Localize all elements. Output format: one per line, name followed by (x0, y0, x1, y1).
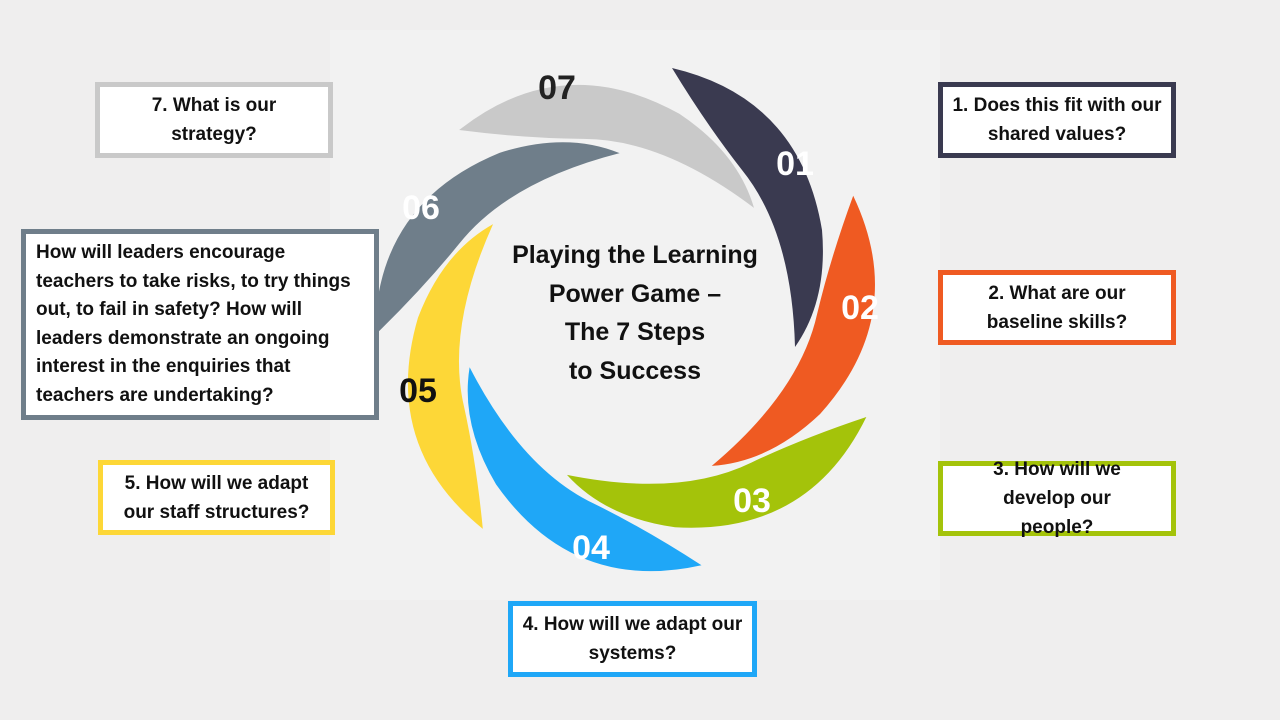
step-number-06: 06 (402, 189, 440, 227)
diagram-title: Playing the Learning Power Game – The 7 … (480, 236, 790, 390)
step-number-07: 07 (538, 69, 576, 107)
step-1-question: 1. Does this fit with our shared values? (952, 95, 1162, 145)
step-3-box: 3. How will we develop our people? (938, 459, 1176, 538)
step-6-box: How will leaders encourage teachers to t… (21, 229, 379, 420)
step-number-01: 01 (776, 145, 814, 183)
step-5-box: 5. How will we adapt our staff structure… (98, 460, 335, 535)
step-5-question: 5. How will we adapt our staff structure… (123, 472, 310, 523)
step-number-03: 03 (733, 482, 771, 520)
step-number-04: 04 (572, 529, 610, 567)
step-6-question: How will leaders encourage teachers to t… (36, 242, 351, 406)
step-4-question: 4. How will we adapt our systems? (522, 614, 743, 664)
title-line: The 7 Steps (564, 318, 706, 346)
petal-step-04 (467, 367, 702, 572)
petal-step-06 (374, 142, 620, 336)
step-7-box: 7. What is our strategy? (95, 82, 333, 158)
step-4-box: 4. How will we adapt our systems? (508, 601, 757, 677)
step-1-box: 1. Does this fit with our shared values? (938, 82, 1176, 158)
step-2-question: 2. What are our baseline skills? (986, 282, 1128, 333)
petal-step-02 (711, 195, 875, 466)
title-line: Power Game – (548, 279, 722, 308)
petal-step-05 (407, 224, 494, 529)
step-3-question: 3. How will we develop our people? (993, 459, 1121, 538)
petal-step-01 (672, 68, 823, 347)
step-number-05: 05 (399, 372, 437, 410)
step-number-02: 02 (841, 289, 879, 327)
petal-step-07 (459, 84, 754, 208)
title-line: to Success (568, 356, 701, 385)
title-line: Playing the Learning (512, 241, 758, 269)
petal-step-03 (566, 417, 867, 528)
step-2-box: 2. What are our baseline skills? (938, 270, 1176, 345)
step-7-question: 7. What is our strategy? (151, 95, 277, 145)
